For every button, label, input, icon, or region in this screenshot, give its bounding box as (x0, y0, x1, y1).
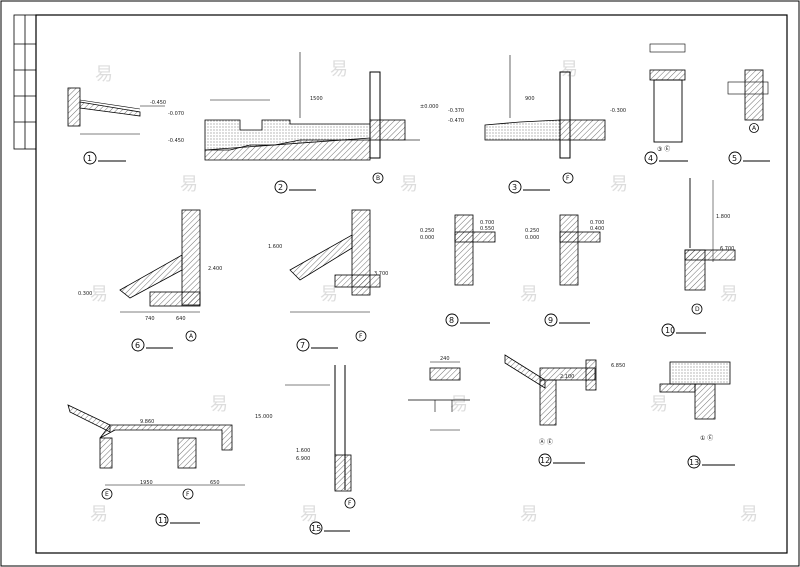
watermark-glyph: 易 (300, 504, 318, 525)
elevation-label: ±0.000 (420, 104, 439, 110)
elevation-label: 0.250 (420, 228, 434, 234)
detail-11: 15.000 9.860 1950 650 E F 11 (67, 404, 273, 527)
watermark-glyph: 易 (400, 174, 418, 195)
elevation-label: 0.400 (590, 226, 604, 232)
elevation-label: -0.300 (610, 108, 626, 114)
elevation-label: 6.700 (720, 246, 734, 252)
elevation-label: 0.700 (480, 220, 494, 226)
elevation-label: 0.300 (78, 291, 92, 297)
elevation-label: -0.070 (168, 111, 184, 117)
elevation-label: -0.450 (150, 100, 166, 106)
elevation-label: 0.700 (590, 220, 604, 226)
axis-label: E (105, 491, 109, 498)
detail-3: -0.370 -0.470 -0.300 900 F 3 (448, 55, 626, 194)
elevation-label: 3.700 (374, 271, 388, 277)
watermark-glyph: 易 (740, 504, 758, 525)
elevation-label: -0.450 (168, 138, 184, 144)
watermark-layer: 易易易易易易易易易易易易易易易易易 (90, 59, 758, 525)
detail-4: ③ Ⓔ 4 (644, 43, 688, 165)
watermark-glyph: 易 (95, 64, 113, 85)
detail-number: 7 (300, 341, 305, 350)
elevation-label: 15.000 (255, 414, 273, 420)
watermark-glyph: 易 (90, 504, 108, 525)
watermark-glyph: 易 (450, 394, 468, 415)
elevation-label: 1.600 (268, 244, 282, 250)
detail-number: 4 (648, 154, 653, 163)
elevation-label: 9.860 (140, 419, 154, 425)
detail-number: 11 (158, 516, 168, 525)
detail-number: 10 (665, 326, 675, 335)
title-strip (13, 14, 37, 150)
elevation-label: 6.850 (611, 363, 625, 369)
elevation-label: -0.370 (448, 108, 464, 114)
detail-number: 3 (512, 183, 517, 192)
detail-number: 6 (135, 341, 140, 350)
detail-13: ① Ⓔ 13 (659, 361, 735, 469)
detail-number: 8 (449, 316, 454, 325)
watermark-glyph: 易 (560, 59, 578, 80)
watermark-glyph: 易 (320, 284, 338, 305)
elevation-label: 2.100 (560, 374, 574, 380)
detail-number: 13 (689, 458, 699, 467)
watermark-glyph: 易 (650, 394, 668, 415)
detail-number: 15 (311, 524, 321, 533)
axis-label: ① Ⓔ (700, 434, 713, 442)
elevation-label: 0.250 (525, 228, 539, 234)
axis-label: B (376, 175, 380, 182)
detail-1: -0.450 1 (67, 87, 166, 165)
drawing-frame (35, 14, 788, 554)
axis-label: A (189, 333, 194, 340)
detail-number: 1 (87, 154, 92, 163)
watermark-glyph: 易 (210, 394, 228, 415)
axis-label: F (186, 491, 190, 498)
watermark-glyph: 易 (720, 284, 738, 305)
detail-10: 6.700 1.800 D 10 (661, 178, 736, 337)
dimension-label: 900 (525, 96, 535, 102)
dimension-label: 740 (145, 316, 155, 322)
detail-15: 1.600 6.900 F 15 (285, 365, 356, 535)
detail-5: A 5 (727, 69, 770, 165)
axis-label: ③ Ⓔ (657, 145, 670, 153)
watermark-glyph: 易 (610, 174, 628, 195)
elevation-label: 2.400 (208, 266, 222, 272)
detail-number: 5 (732, 154, 737, 163)
axis-label: A (752, 125, 757, 132)
elevation-label: 1.600 (296, 448, 310, 454)
detail-number: 2 (278, 183, 283, 192)
axis-label: D (695, 306, 700, 313)
detail-8: 0.250 0.000 0.700 0.550 8 (420, 214, 496, 327)
dimension-label: 1500 (310, 96, 323, 102)
dimension-label: 1950 (140, 480, 153, 486)
watermark-glyph: 易 (520, 284, 538, 305)
detail-6: 2.400 0.300 740 640 A 6 (78, 209, 222, 352)
axis-label: Ⓐ Ⓔ (539, 438, 553, 446)
detail-7: 1.600 3.700 F 7 (268, 209, 388, 352)
dimension-label: 650 (210, 480, 220, 486)
detail-number: 12 (540, 456, 550, 465)
dimension-label: 240 (440, 356, 450, 362)
elevation-label: 0.000 (525, 235, 539, 241)
dimension-label: 640 (176, 316, 186, 322)
detail-12: 6.850 2.100 Ⓐ Ⓔ 12 (504, 354, 625, 467)
detail-number: 9 (548, 316, 553, 325)
axis-label: F (566, 175, 570, 182)
detail-9: 0.250 0.000 0.700 0.400 9 (525, 214, 604, 327)
elevation-label: 0.000 (420, 235, 434, 241)
dimension-label: 1.800 (716, 214, 730, 220)
axis-label: F (348, 500, 352, 507)
axis-label: F (359, 333, 363, 340)
watermark-glyph: 易 (180, 174, 198, 195)
elevation-label: -0.470 (448, 118, 464, 124)
watermark-glyph: 易 (90, 284, 108, 305)
detail-2: -0.070 -0.450 1500 ±0.000 B 2 (168, 52, 439, 194)
detail-16: 240 (408, 356, 470, 431)
elevation-label: 0.550 (480, 226, 494, 232)
watermark-glyph: 易 (330, 59, 348, 80)
watermark-glyph: 易 (520, 504, 538, 525)
elevation-label: 6.900 (296, 456, 310, 462)
